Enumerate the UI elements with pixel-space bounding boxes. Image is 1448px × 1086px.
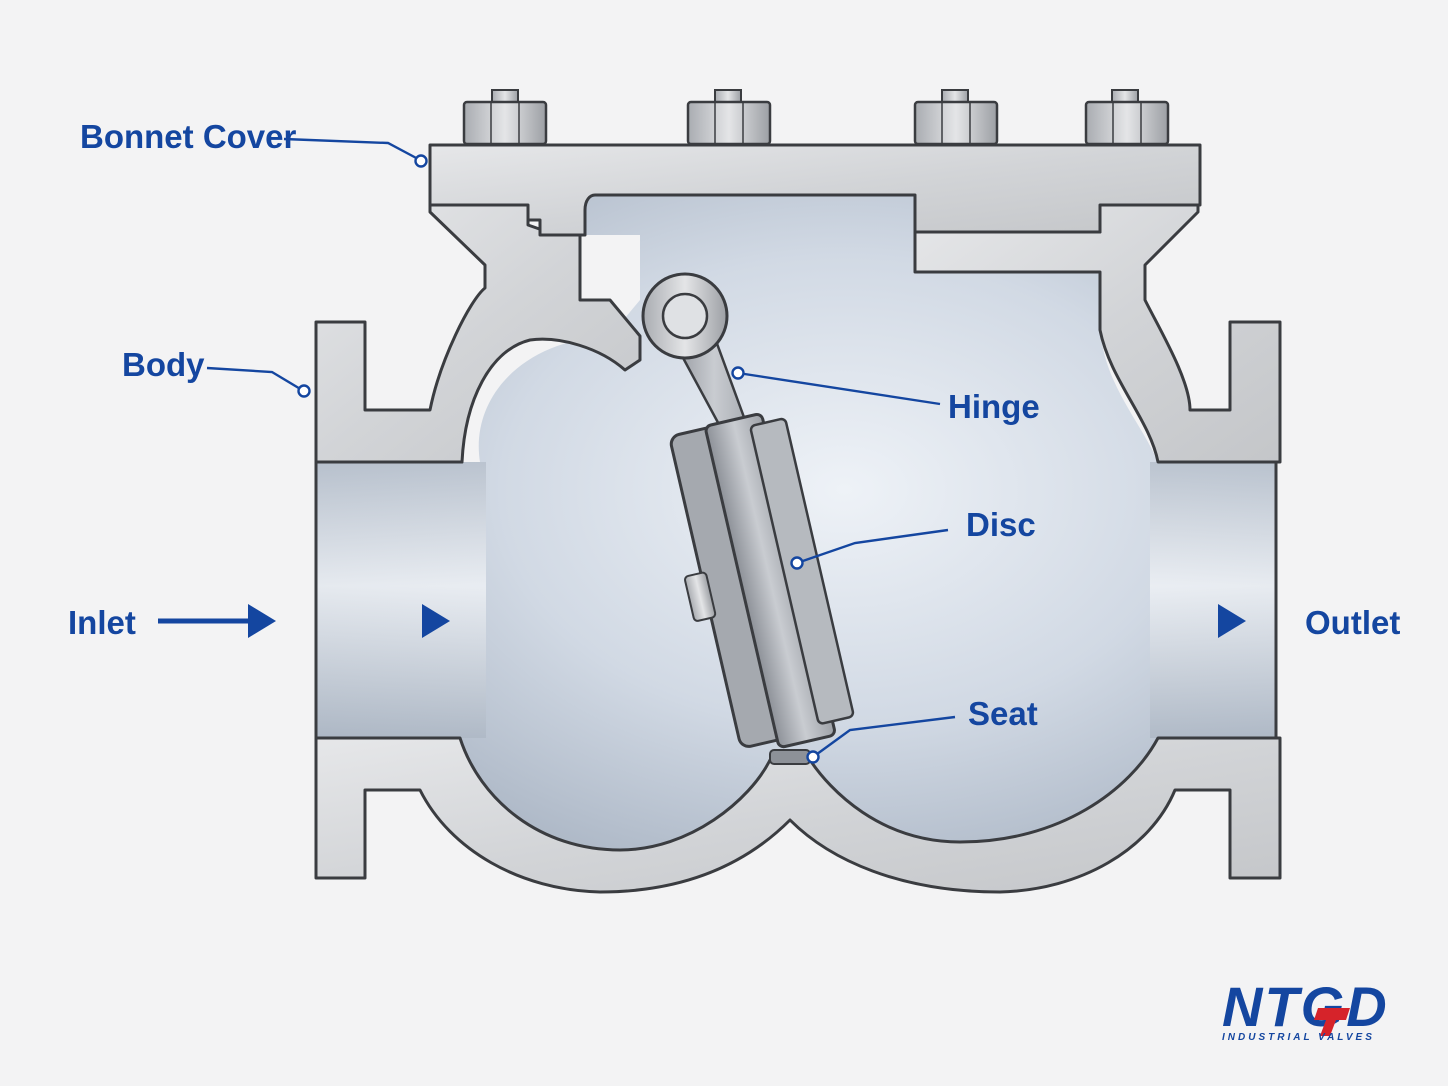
seat-leader <box>812 715 956 758</box>
disc-nut <box>684 571 717 622</box>
label-bonnet-cover: Bonnet Cover <box>80 118 297 155</box>
inlet-bore <box>316 462 486 738</box>
body-lower-section <box>314 736 1282 894</box>
disc-leader <box>796 528 949 565</box>
body-upper-right-section <box>913 203 1282 464</box>
label-outlet: Outlet <box>1305 604 1400 641</box>
bolt-nut <box>686 89 772 146</box>
ntgd-logo: NTGD INDUSTRIAL VALVES <box>1222 975 1389 1043</box>
hinge-disc-assembly <box>641 272 855 765</box>
hinge-pin <box>661 292 709 340</box>
hinge-leader <box>737 371 941 406</box>
logo-wordmark: NTGD <box>1222 975 1389 1038</box>
label-disc: Disc <box>966 506 1036 543</box>
label-body: Body <box>122 346 205 383</box>
part-labels: Bonnet Cover Body Hinge Disc Seat Inlet … <box>68 118 1400 732</box>
disc-rim <box>749 417 855 725</box>
disc-pointer <box>790 556 804 570</box>
bonnet-bolts <box>462 89 1170 146</box>
leader-lines <box>206 137 956 764</box>
valve-body <box>314 143 1282 894</box>
bolt-nut <box>1084 89 1170 146</box>
flow-arrows <box>158 604 1246 638</box>
logo-tagline: INDUSTRIAL VALVES <box>1222 1032 1375 1043</box>
label-inlet: Inlet <box>68 604 136 641</box>
inlet-arrow-head <box>248 604 276 638</box>
seat-ring <box>769 749 811 765</box>
inner-inlet-arrow-head <box>422 604 450 638</box>
outlet-arrow-head <box>1218 604 1246 638</box>
label-seat: Seat <box>968 695 1038 732</box>
label-hinge: Hinge <box>948 388 1040 425</box>
logo-accent-mark <box>1314 1008 1350 1036</box>
bonnet-cover-pointer <box>414 154 428 168</box>
bolt-nut <box>462 89 548 146</box>
seat-pointer <box>806 750 820 764</box>
body-pointer <box>297 384 311 398</box>
hinge-pointer <box>731 366 745 380</box>
bolt-nut <box>913 89 999 146</box>
body-leader <box>206 366 303 392</box>
bonnet-cover-plate <box>428 143 1202 237</box>
bonnet-cover-leader <box>283 137 421 162</box>
body-upper-section <box>314 203 642 464</box>
outlet-bore <box>1150 462 1276 738</box>
